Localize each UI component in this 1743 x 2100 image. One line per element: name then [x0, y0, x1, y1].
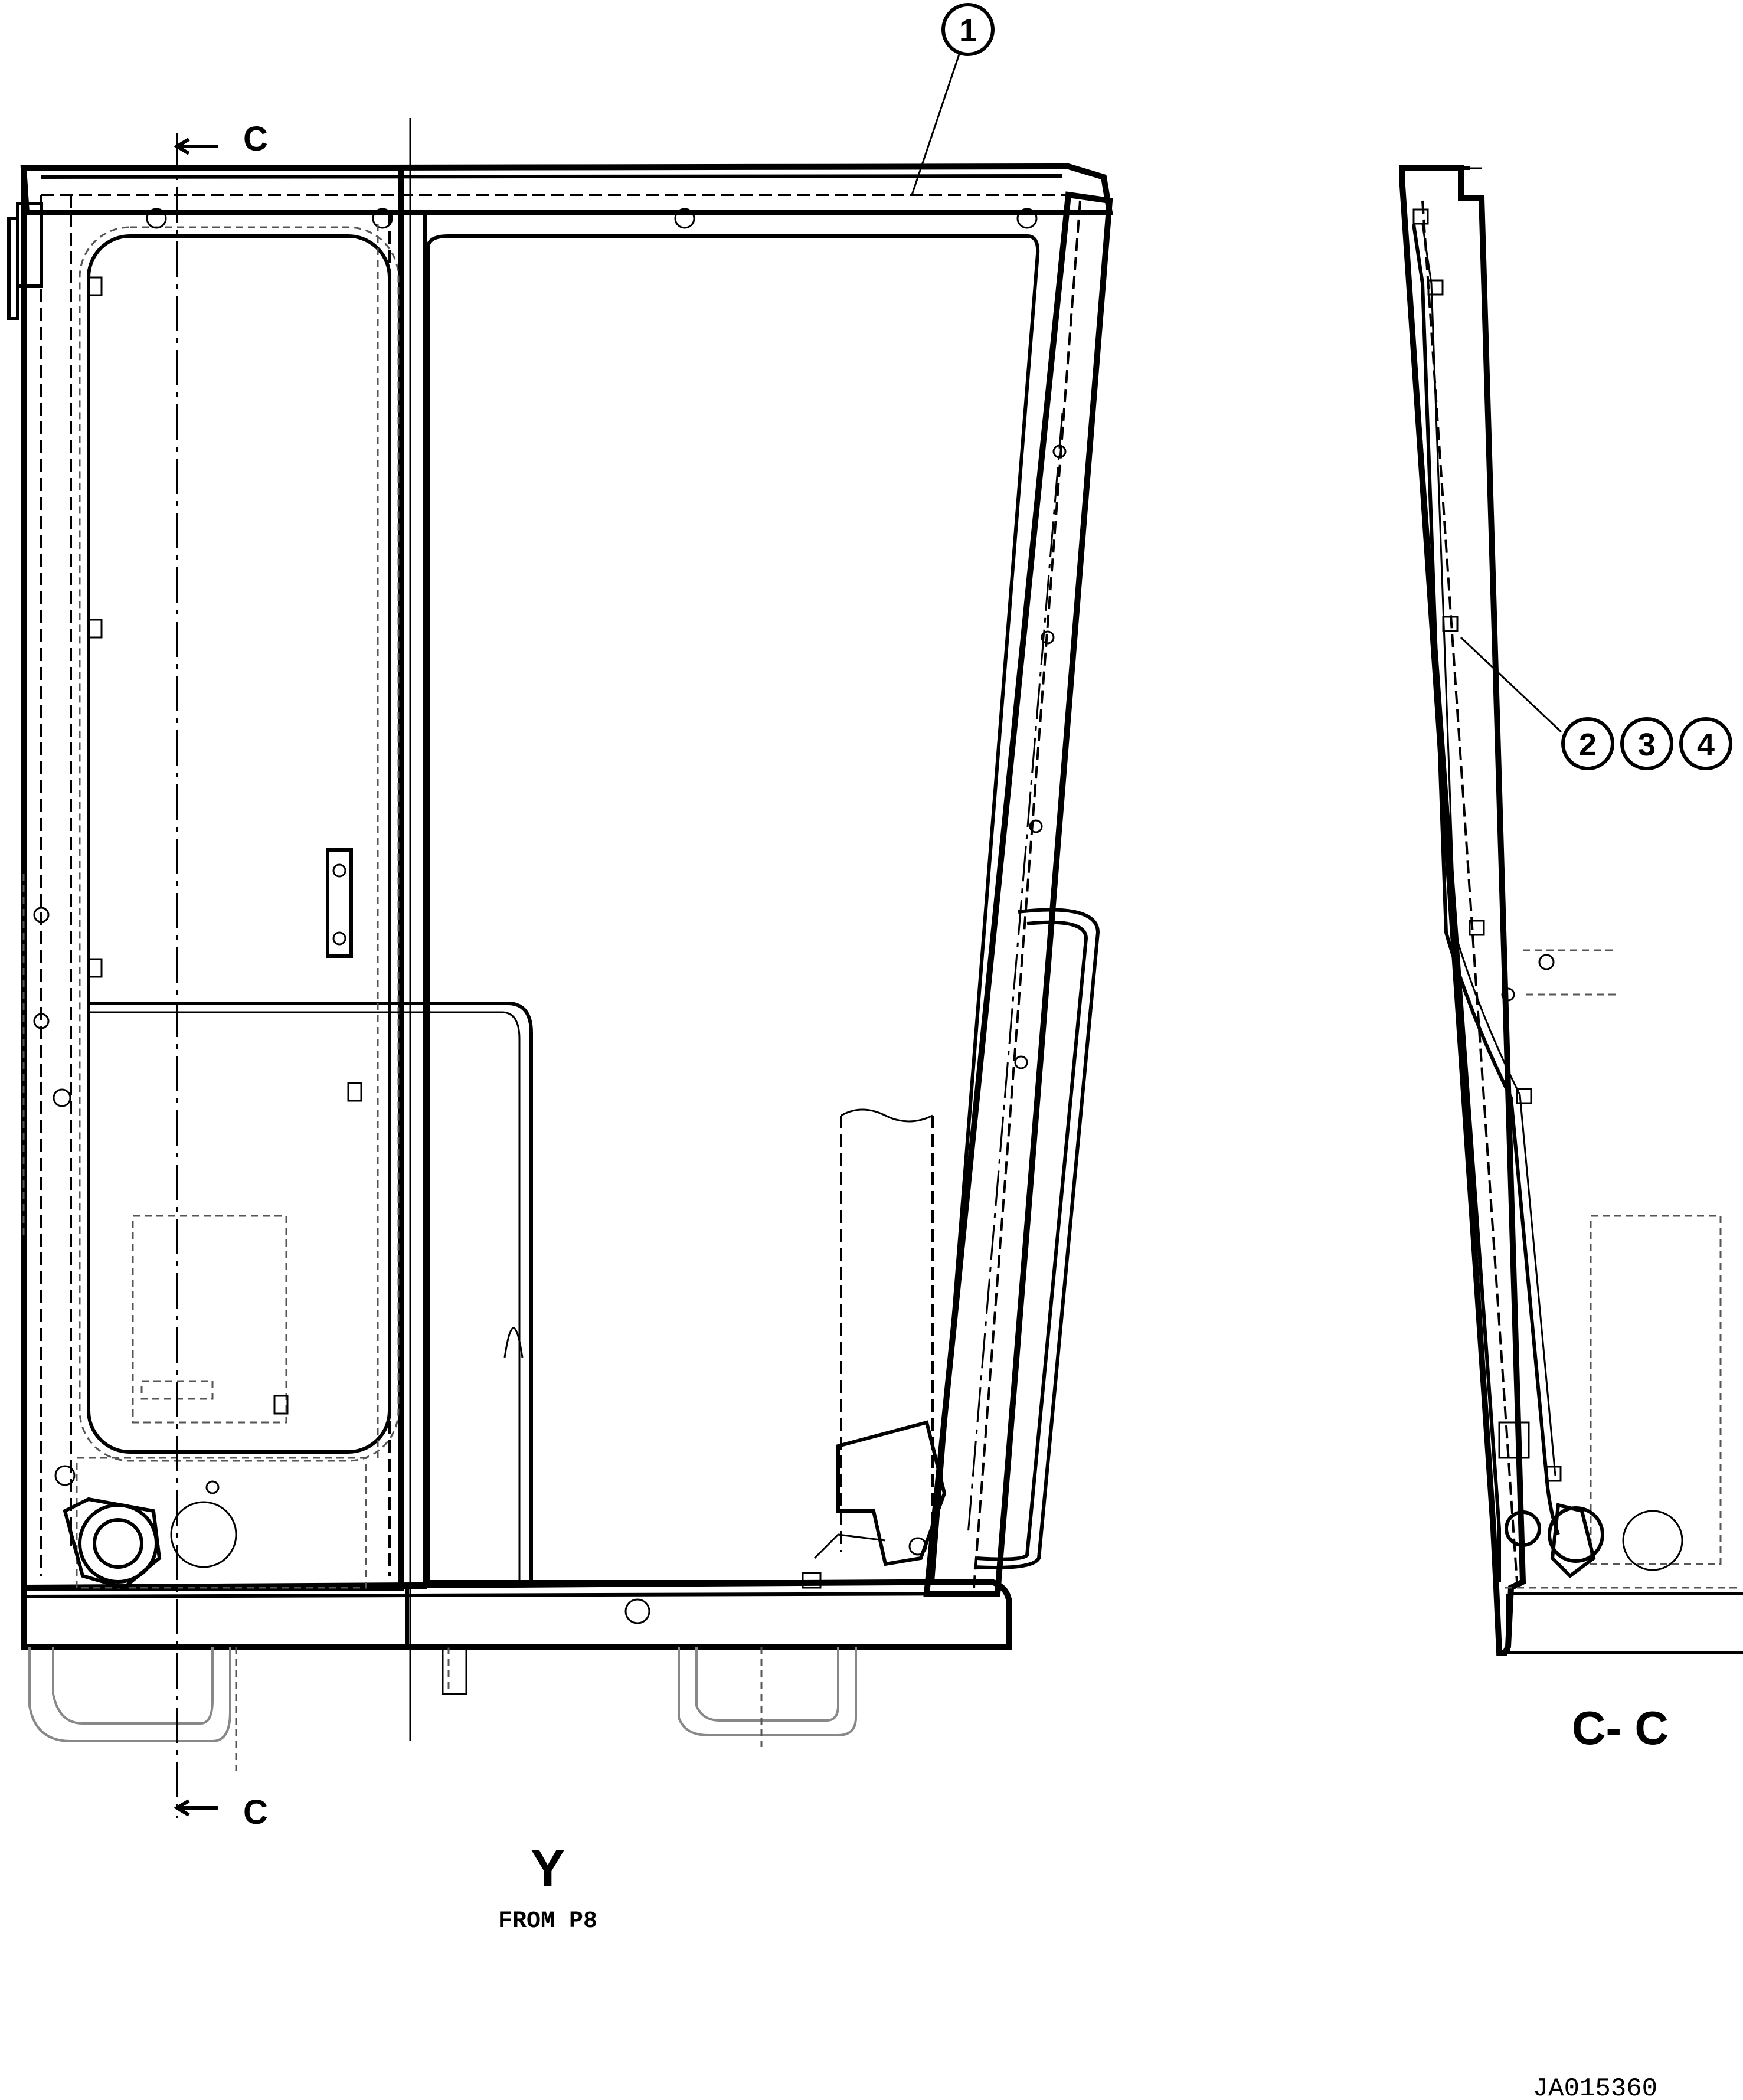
right-glass-panel [426, 234, 1040, 1584]
door-frame-view [7, 118, 1113, 1771]
bottom-sill [21, 1578, 1012, 1650]
cable-clamps [1412, 208, 1562, 1482]
right-post [923, 191, 1113, 1597]
lower-step-right [678, 1647, 857, 1736]
callout-4-label: 4 [1697, 727, 1715, 763]
door-latch [63, 1497, 237, 1590]
horizontal-rod [89, 1002, 533, 1582]
section-profile [1399, 165, 1526, 1656]
section-cc-view [1399, 165, 1743, 1656]
grab-handle [973, 908, 1100, 1569]
seat-pillar [840, 1116, 934, 1552]
view-title: Y [531, 1839, 565, 1897]
section-mark-bottom: C [243, 1793, 268, 1831]
fasteners [33, 208, 1067, 1624]
callout-2-label: 2 [1579, 727, 1597, 763]
section-base [1506, 1592, 1743, 1654]
clips [87, 276, 822, 1589]
lower-bracket [836, 1420, 947, 1566]
lock-plate [132, 1215, 287, 1424]
lower-step-left [28, 1647, 231, 1742]
callout-234 [1460, 636, 1732, 770]
drawing-id: JA015360 [1533, 2074, 1657, 2100]
section-line-c [174, 133, 218, 1818]
callout-1 [911, 3, 995, 195]
center-mullion [400, 211, 427, 1589]
callout-3-label: 3 [1638, 727, 1656, 763]
hinge-plate [326, 848, 353, 958]
top-rail [20, 163, 1113, 215]
cable-harness [1412, 224, 1560, 1536]
lock-box-section [1590, 1215, 1722, 1565]
view-subtitle: FROM P8 [498, 1908, 597, 1935]
section-mark-top: C [243, 120, 268, 158]
callout-1-label: 1 [959, 13, 977, 48]
section-title: C- C [1572, 1702, 1669, 1754]
